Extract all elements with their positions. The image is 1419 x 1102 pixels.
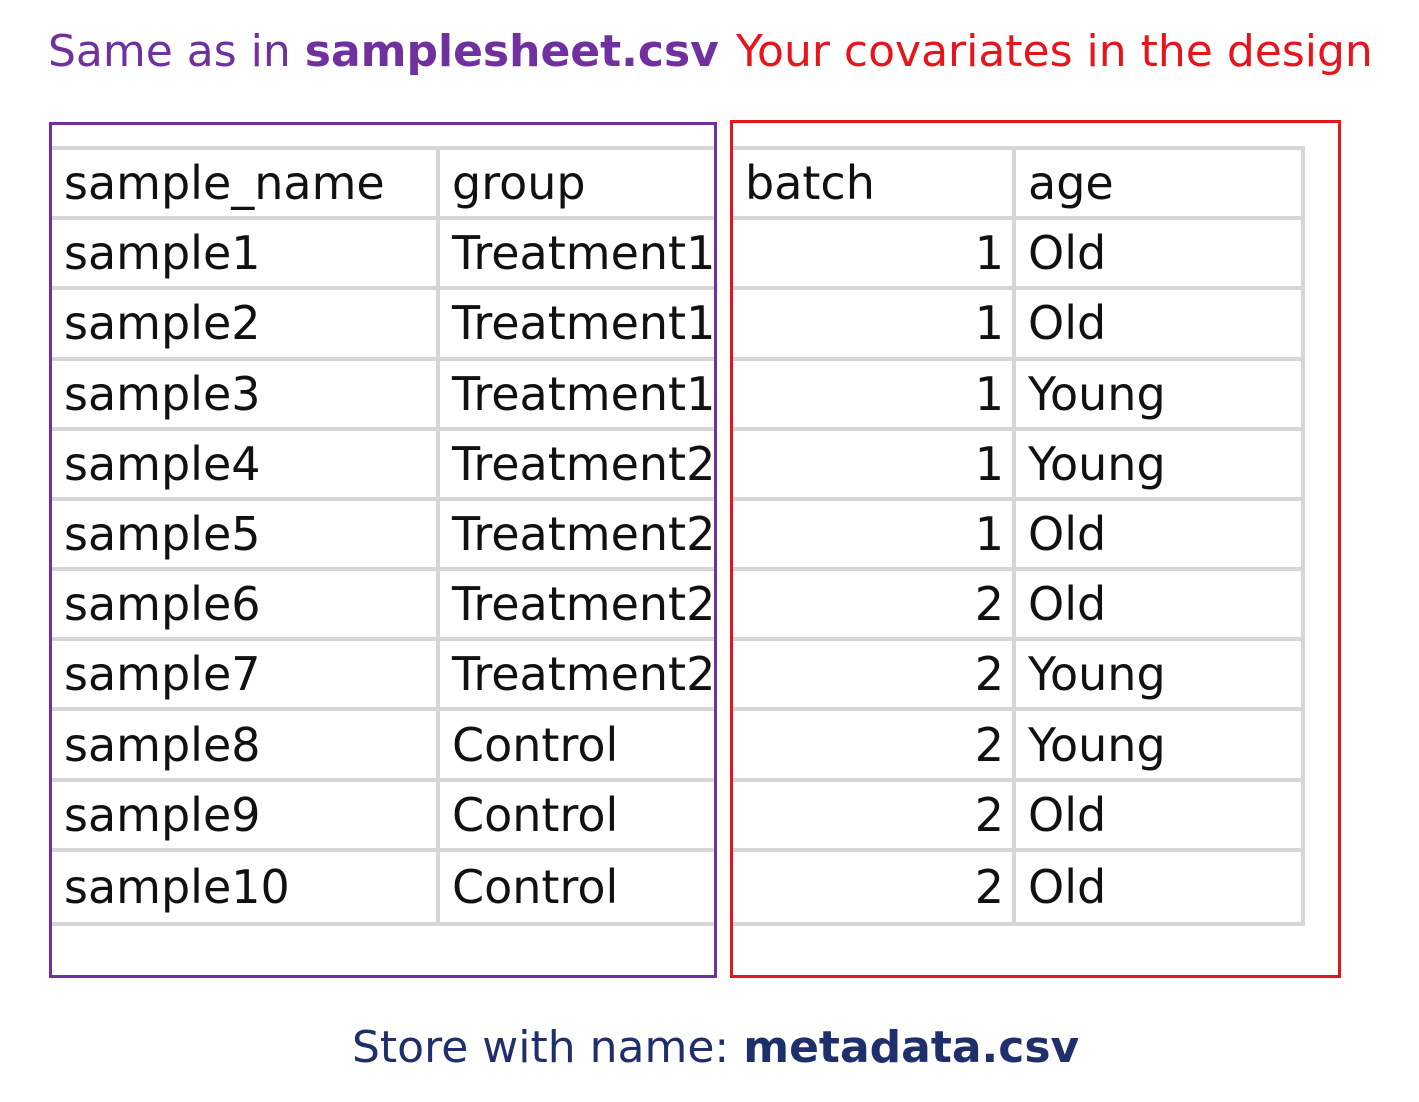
header-sample-name: sample_name xyxy=(52,150,440,221)
covariate-columns-frame xyxy=(730,120,1341,978)
samplesheet-caption-prefix: Same as in xyxy=(48,26,305,77)
cell-sample-name: sample7 xyxy=(52,641,440,712)
cell-sample-name: sample4 xyxy=(52,430,440,501)
cell-group: Control xyxy=(440,711,714,782)
cell-age: Old xyxy=(1016,571,1305,642)
cell-batch: 1 xyxy=(733,360,1016,431)
cell-group: Treatment2 xyxy=(440,571,714,642)
cell-age: Old xyxy=(1016,500,1305,572)
cell-batch: 2 xyxy=(733,781,1016,852)
cell-age: Old xyxy=(1016,851,1305,922)
cell-batch: 2 xyxy=(733,571,1016,642)
store-instruction-caption: Store with name: metadata.csv xyxy=(352,1026,1079,1070)
cell-sample-name: sample5 xyxy=(52,500,440,572)
covariates-caption: Your covariates in the design xyxy=(736,26,1373,77)
header-batch: batch xyxy=(733,150,1016,221)
cell-age: Old xyxy=(1016,781,1305,852)
header-age: age xyxy=(1016,150,1305,221)
cell-batch: 2 xyxy=(733,641,1016,712)
cell-group: Control xyxy=(440,782,714,852)
cell-sample-name: sample2 xyxy=(52,290,440,361)
samplesheet-columns-frame xyxy=(49,122,717,978)
cell-group: Treatment2 xyxy=(440,431,714,501)
cell-sample-name: sample9 xyxy=(52,781,440,852)
cell-batch: 2 xyxy=(733,711,1016,782)
cell-batch: 1 xyxy=(733,500,1016,572)
cell-age: Old xyxy=(1016,220,1305,291)
store-instruction-prefix: Store with name: xyxy=(352,1022,744,1073)
cell-sample-name: sample10 xyxy=(52,851,440,922)
cell-batch: 1 xyxy=(733,290,1016,361)
cell-group: Treatment2 xyxy=(440,641,714,712)
cell-batch: 1 xyxy=(733,220,1016,291)
cell-age: Young xyxy=(1016,711,1305,782)
cell-group: Treatment2 xyxy=(440,501,714,572)
cell-group: Treatment1 xyxy=(440,361,714,431)
cell-group: Treatment1 xyxy=(440,290,714,361)
cell-group: Treatment1 xyxy=(440,220,714,291)
cell-sample-name: sample6 xyxy=(52,571,440,642)
samplesheet-filename: samplesheet.csv xyxy=(304,26,719,77)
cell-sample-name: sample3 xyxy=(52,360,440,431)
cell-age: Young xyxy=(1016,360,1305,431)
cell-group: Control xyxy=(452,859,619,914)
cell-batch: 1 xyxy=(733,430,1016,501)
cell-age: Young xyxy=(1016,641,1305,712)
cell-age: Young xyxy=(1016,430,1305,501)
cell-age: Old xyxy=(1016,290,1305,361)
metadata-filename: metadata.csv xyxy=(743,1022,1080,1073)
cell-batch: 2 xyxy=(733,851,1016,922)
header-group: group xyxy=(440,150,714,221)
cell-sample-name: sample1 xyxy=(52,220,440,291)
samplesheet-caption: Same as in samplesheet.csv xyxy=(48,30,719,74)
cell-sample-name: sample8 xyxy=(52,711,440,782)
